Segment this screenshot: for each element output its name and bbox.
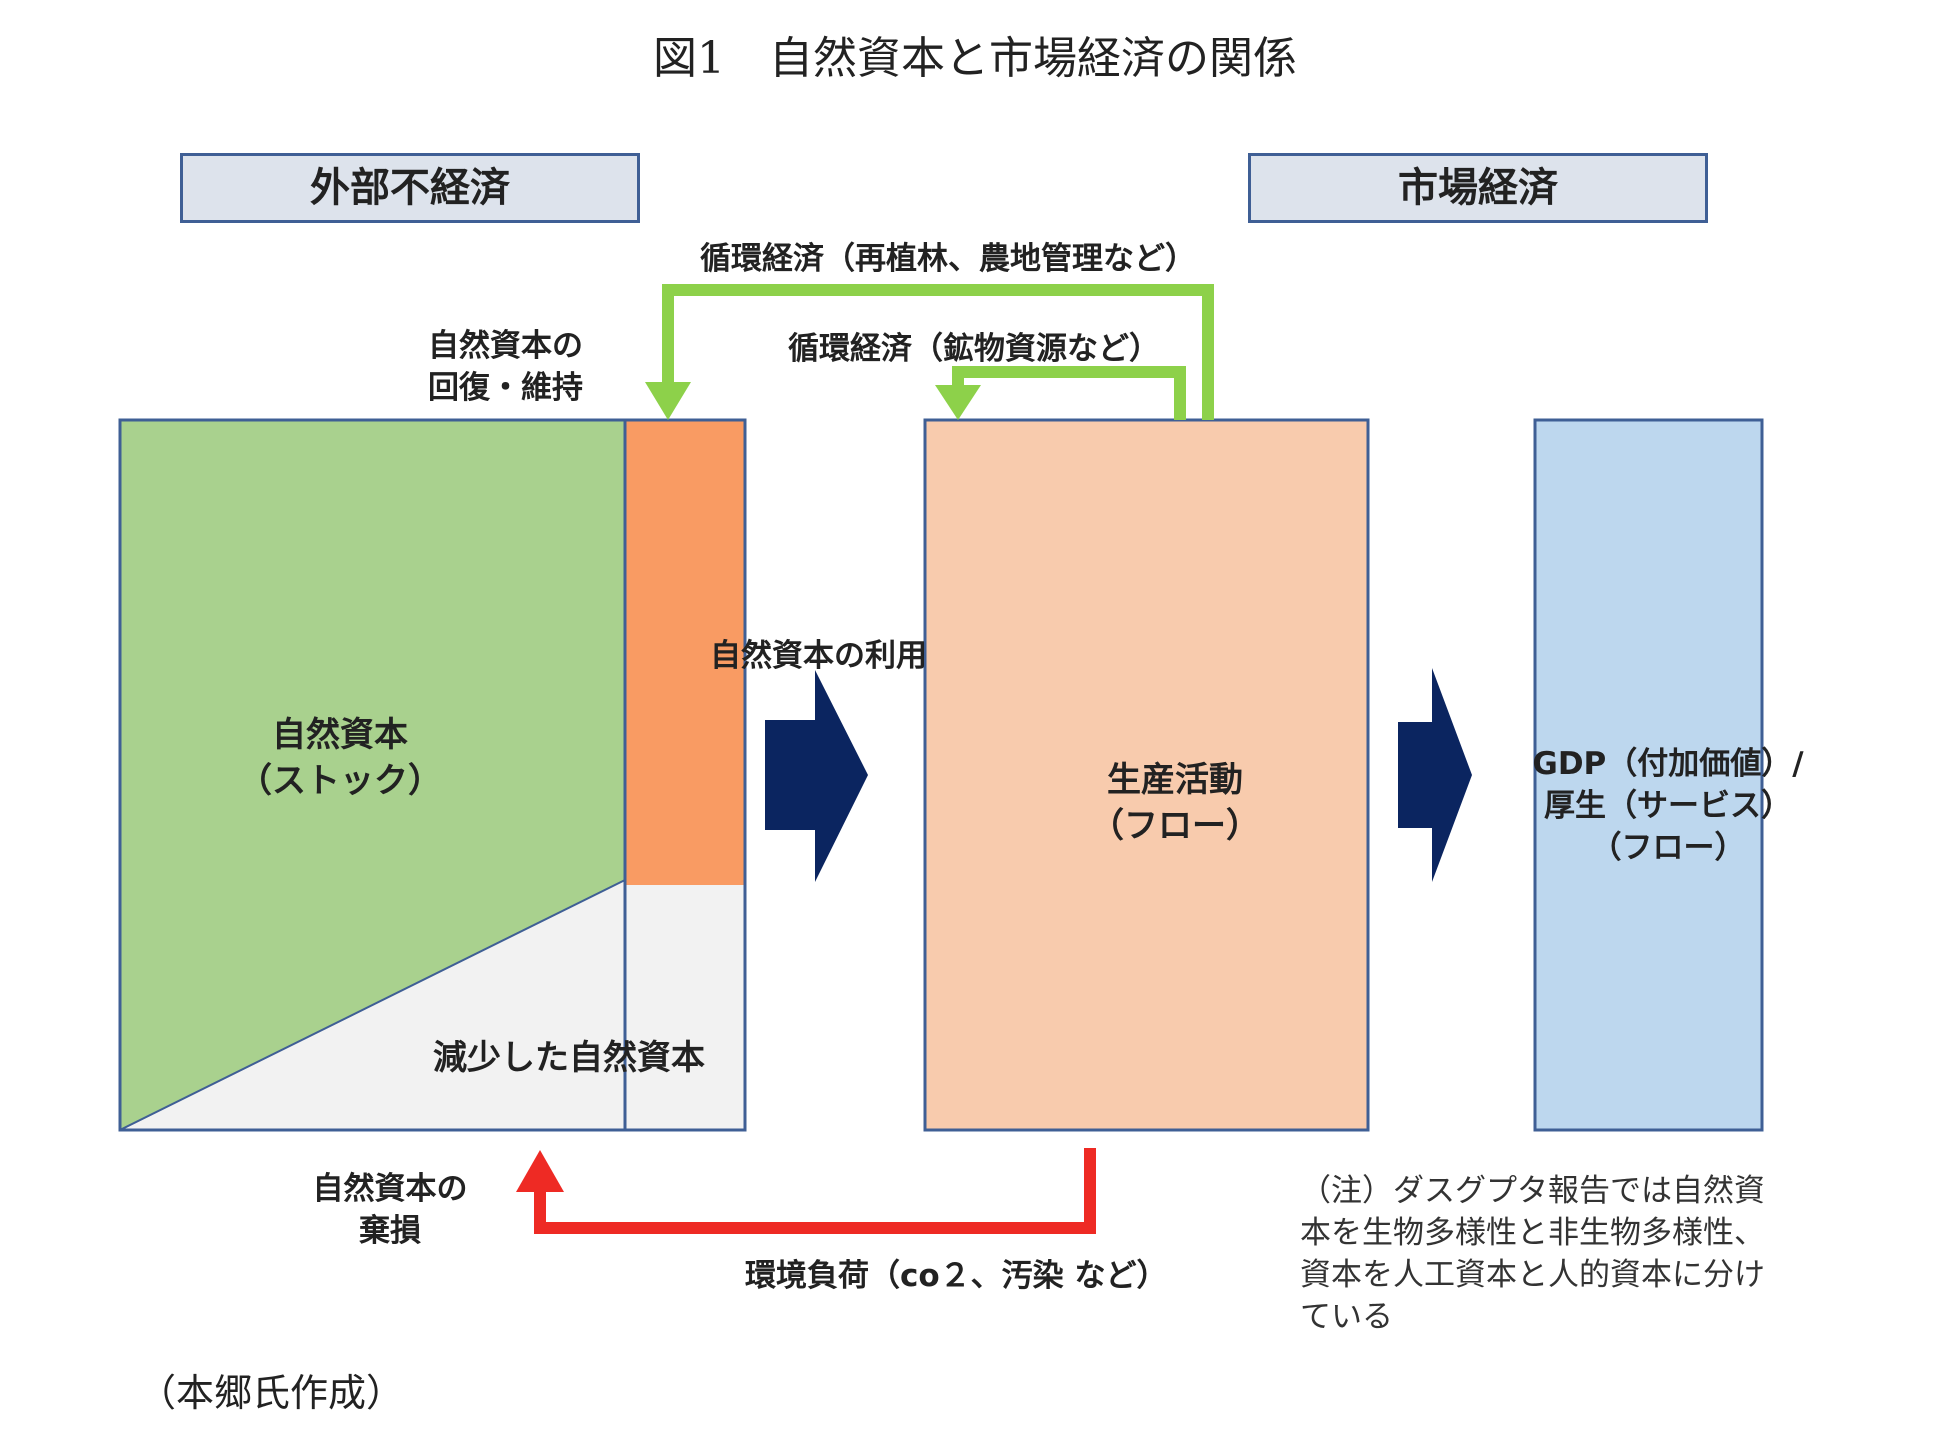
natural-stock-line2: （ストック） (238, 761, 442, 801)
note-line2: 本を生物多様性と非生物多様性、 (1300, 1215, 1765, 1251)
note-line4: ている (1300, 1299, 1393, 1335)
header-market-economy: 市場経済 (1248, 153, 1708, 223)
output-flow-arrow (1398, 668, 1472, 882)
outer-loop-label: 循環経済（再植林、農地管理など） (700, 241, 1196, 277)
outer-loop-arrow (662, 284, 1214, 420)
burden-arrow (534, 1148, 1096, 1234)
usage-column-outline (623, 418, 747, 1132)
gdp-box (1533, 418, 1764, 1132)
natural-stock-area (120, 420, 625, 1130)
note-line1: （注）ダスグプタ報告では自然資 (1300, 1173, 1765, 1209)
production-label: 生産活動 （フロー） (1025, 757, 1325, 849)
usage-remainder (625, 885, 745, 1130)
production-line1: 生産活動 (1107, 760, 1243, 800)
stock-divider-line (119, 879, 626, 1131)
gdp-line1: GDP（付加価値）/ (1532, 746, 1804, 782)
burden-label: 環境負荷（co２、汚染 など） (745, 1258, 1168, 1294)
reduced-capital-label: 減少した自然資本 (433, 1038, 705, 1078)
header-external-diseconomy: 外部不経済 (180, 153, 640, 223)
inner-loop-arrow (952, 366, 1186, 420)
inner-loop-label: 循環経済（鉱物資源など） (788, 331, 1160, 367)
gdp-label: GDP（付加価値）/ 厚生（サービス） （フロー） (1498, 743, 1838, 869)
usage-label: 自然資本の利用 (710, 638, 927, 674)
disposal-line1: 自然資本の (312, 1171, 468, 1207)
gdp-line3: （フロー） (1590, 830, 1746, 866)
gdp-line2: 厚生（サービス） (1544, 788, 1792, 824)
recovery-label-line1: 自然資本の (428, 328, 583, 364)
inner-loop-arrowhead (935, 385, 981, 420)
usage-flow-arrow (765, 670, 868, 882)
natural-stock-label: 自然資本 （ストック） (200, 712, 480, 804)
recovery-label: 自然資本の 回復・維持 (428, 325, 583, 409)
natural-stock-line1: 自然資本 (272, 715, 408, 755)
source-credit: （本郷氏作成） (138, 1371, 405, 1415)
figure-title: 図1 自然資本と市場経済の関係 (653, 33, 1297, 84)
recovery-label-line2: 回復・維持 (428, 370, 583, 406)
production-box (923, 418, 1370, 1132)
disposal-line2: 棄損 (359, 1213, 421, 1249)
disposal-label: 自然資本の 棄損 (290, 1168, 490, 1252)
outer-loop-arrowhead (645, 382, 691, 420)
production-line2: （フロー） (1090, 806, 1260, 846)
burden-arrowhead (516, 1150, 564, 1192)
usage-column (625, 420, 745, 885)
note-block: （注）ダスグプタ報告では自然資 本を生物多様性と非生物多様性、 資本を人工資本と… (1300, 1170, 1765, 1338)
note-line3: 資本を人工資本と人的資本に分け (1300, 1257, 1765, 1293)
